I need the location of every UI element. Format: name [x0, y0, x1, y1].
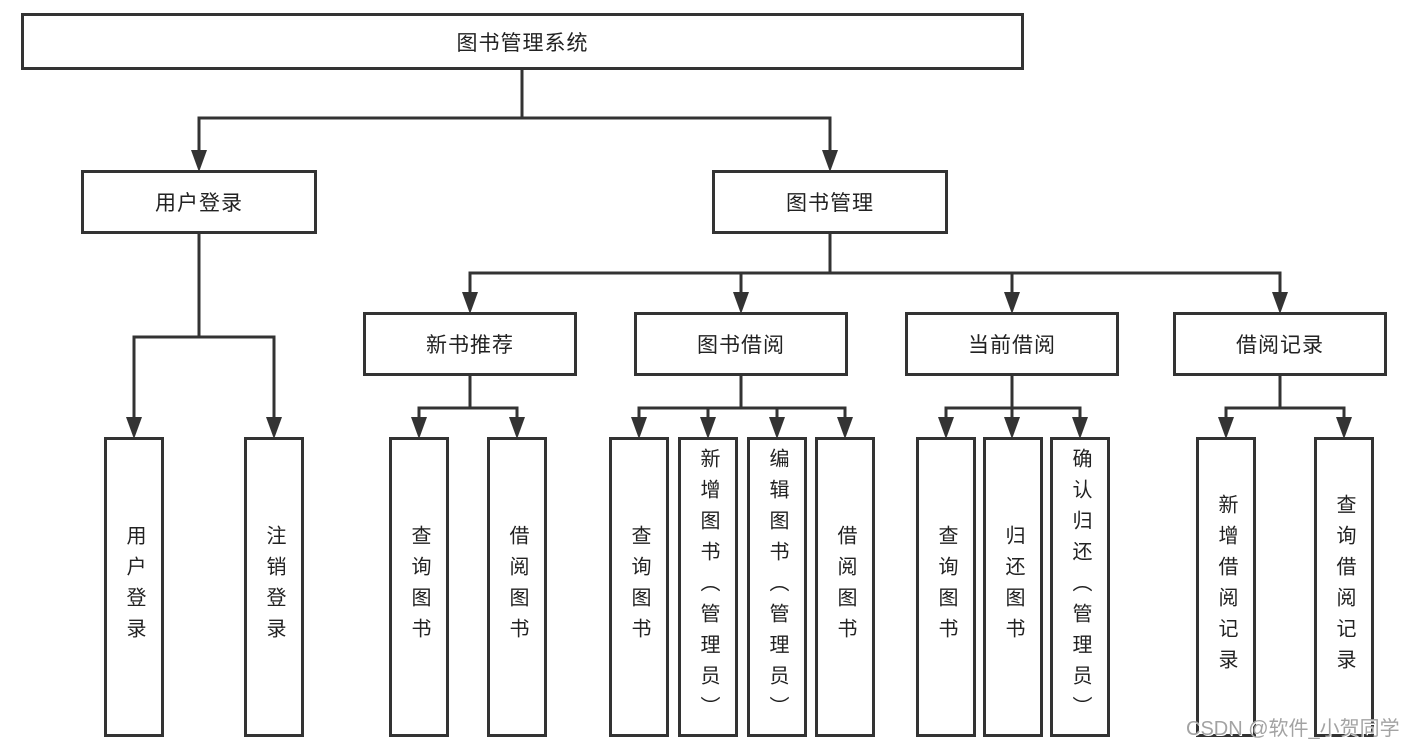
- connector-userlogin-branch: [132, 335, 276, 417]
- leaf-borrow-books: 借阅图书: [487, 437, 547, 737]
- arrowhead-icon: [1004, 417, 1020, 439]
- arrowhead-icon: [462, 292, 478, 314]
- node-root-system: 图书管理系统: [21, 13, 1024, 70]
- leaf-query-books: 查询图书: [609, 437, 669, 737]
- arrowhead-icon: [411, 417, 427, 439]
- leaf-confirm-return-admin: 确认归还（管理员）: [1050, 437, 1110, 737]
- arrowhead-icon: [822, 150, 838, 172]
- connector-bookborrow-branch: [637, 406, 847, 417]
- connector-level3-branch: [468, 271, 1282, 292]
- connector-newbooks-branch: [417, 406, 519, 417]
- leaf-edit-books-admin: 编辑图书（管理员）: [747, 437, 807, 737]
- arrowhead-icon: [769, 417, 785, 439]
- arrowhead-icon: [1072, 417, 1088, 439]
- arrowhead-icon: [1004, 292, 1020, 314]
- node-user-login: 用户登录: [81, 170, 317, 234]
- leaf-borrow-books: 借阅图书: [815, 437, 875, 737]
- connector-level2-branch: [197, 116, 832, 150]
- arrowhead-icon: [938, 417, 954, 439]
- arrowhead-icon: [1272, 292, 1288, 314]
- leaf-query-borrow-record: 查询借阅记录: [1314, 437, 1374, 737]
- arrowhead-icon: [509, 417, 525, 439]
- leaf-user-login: 用户登录: [104, 437, 164, 737]
- node-current-borrow: 当前借阅: [905, 312, 1119, 376]
- watermark: CSDN @软件_小贺同学: [1186, 718, 1400, 740]
- arrowhead-icon: [266, 417, 282, 439]
- arrowhead-icon: [700, 417, 716, 439]
- leaf-query-books: 查询图书: [389, 437, 449, 737]
- leaf-return-books: 归还图书: [983, 437, 1043, 737]
- arrowhead-icon: [1218, 417, 1234, 439]
- arrowhead-icon: [733, 292, 749, 314]
- node-book-management: 图书管理: [712, 170, 948, 234]
- arrowhead-icon: [126, 417, 142, 439]
- leaf-add-borrow-record: 新增借阅记录: [1196, 437, 1256, 737]
- node-book-borrow: 图书借阅: [634, 312, 848, 376]
- leaf-logout: 注销登录: [244, 437, 304, 737]
- connector-currentborrow-branch: [944, 406, 1082, 417]
- connector-borrowrecords-branch: [1224, 406, 1346, 417]
- arrowhead-icon: [191, 150, 207, 172]
- arrowhead-icon: [631, 417, 647, 439]
- arrowhead-icon: [1336, 417, 1352, 439]
- arrowhead-icon: [837, 417, 853, 439]
- node-borrow-records: 借阅记录: [1173, 312, 1387, 376]
- leaf-add-books-admin: 新增图书（管理员）: [678, 437, 738, 737]
- node-new-book-recommend: 新书推荐: [363, 312, 577, 376]
- leaf-query-books: 查询图书: [916, 437, 976, 737]
